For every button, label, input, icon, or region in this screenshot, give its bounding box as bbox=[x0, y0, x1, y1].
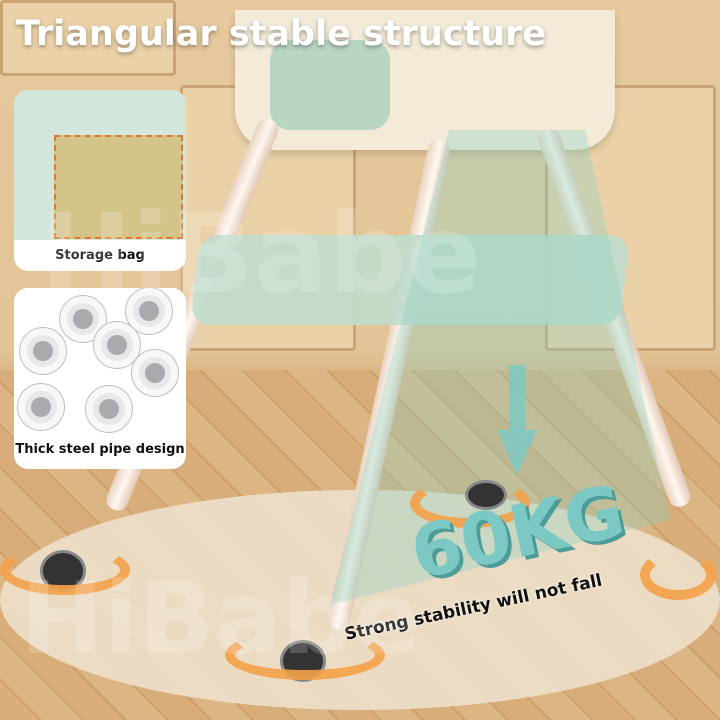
rotate-arrow-icon bbox=[410, 478, 530, 528]
watermark: HiBabe bbox=[20, 560, 422, 677]
rotate-arrow-icon bbox=[225, 630, 385, 680]
feature-card-steel-pipe: Thick steel pipe design bbox=[14, 288, 186, 469]
background-cabinet bbox=[0, 0, 176, 76]
down-arrow-icon bbox=[497, 365, 537, 475]
high-chair-seat bbox=[235, 10, 615, 150]
card-label: Storage bag bbox=[55, 248, 145, 263]
page-title: Triangular stable structure bbox=[16, 14, 547, 54]
storage-bag-image bbox=[14, 90, 186, 240]
rotate-arrow-icon bbox=[640, 550, 716, 600]
feature-card-storage-bag: Storage bag bbox=[14, 90, 186, 271]
card-label: Thick steel pipe design bbox=[15, 442, 185, 457]
steel-pipes-image bbox=[14, 288, 186, 438]
rotate-arrow-icon bbox=[0, 545, 130, 595]
watermark: HiBabe bbox=[40, 190, 482, 318]
